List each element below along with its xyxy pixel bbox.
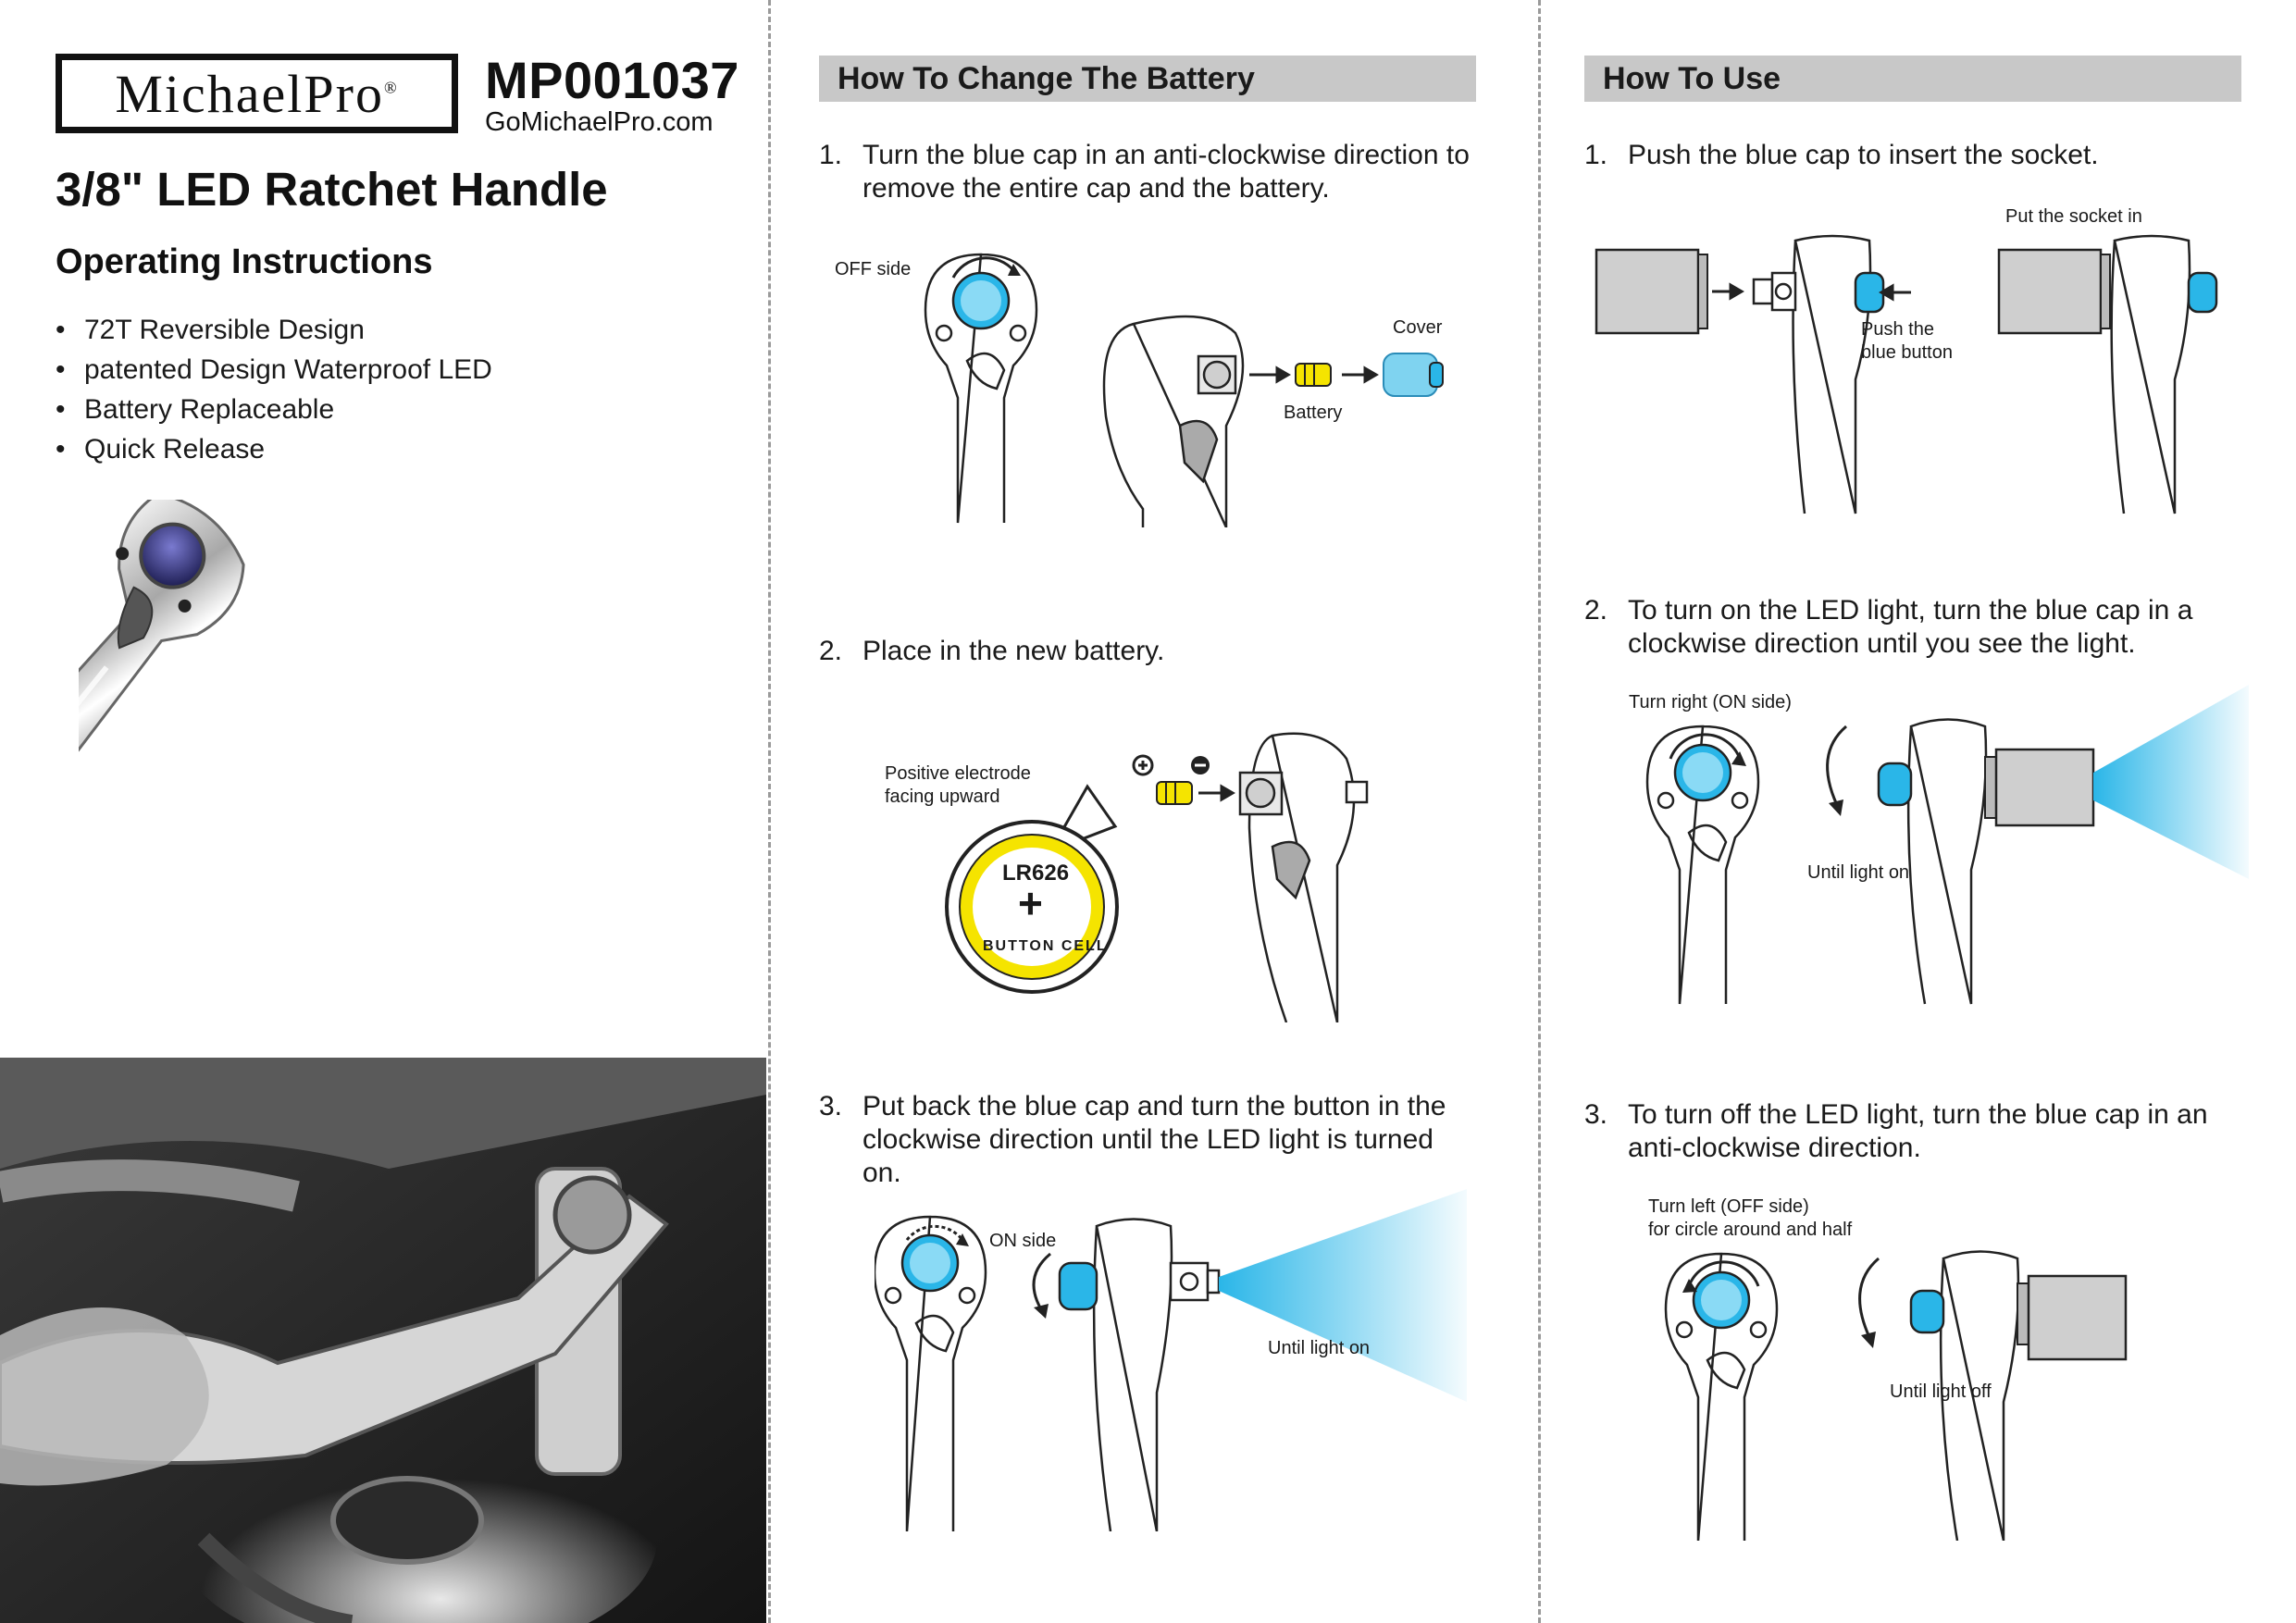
remove-battery-diagram xyxy=(924,253,1444,527)
column-divider-2 xyxy=(1538,0,1541,1623)
replace-cap-diagram xyxy=(875,1189,1467,1531)
label-line: Positive electrode xyxy=(885,763,1031,784)
led-light-beam xyxy=(1219,1189,1467,1402)
label-line: for circle around and half xyxy=(1648,1220,1853,1240)
brand-name-text: MichaelPro xyxy=(115,63,384,124)
insert-battery-diagram xyxy=(945,732,1369,1022)
battery-section-header: How To Change The Battery xyxy=(819,56,1476,102)
until-light-off-label: Until light off xyxy=(1890,1381,1992,1402)
instructions-subtitle: Operating Instructions xyxy=(56,242,433,281)
until-light-on-label: Until light on xyxy=(1807,862,1910,883)
step-number: 2. xyxy=(1584,595,1608,626)
column-divider-1 xyxy=(768,0,771,1623)
ratchet-product-image xyxy=(79,500,245,952)
cell-text-label: BUTTON CELL xyxy=(983,938,1108,954)
website-link[interactable]: GoMichaelPro.com xyxy=(485,107,714,137)
label-line: Push the xyxy=(1861,319,1934,340)
ratchet-top-view-icon xyxy=(924,253,1038,524)
use-step-2: 2. To turn on the LED light, turn the bl… xyxy=(1584,594,2239,661)
socket-icon xyxy=(2017,1274,2128,1361)
button-cell-callout-icon xyxy=(945,784,1119,994)
cell-plus-label: + xyxy=(1018,879,1043,927)
step-number: 1. xyxy=(819,140,843,170)
ratchet-top-view-icon xyxy=(875,1215,987,1531)
ratchet-side-view-icon xyxy=(1752,234,1885,514)
until-light-on-label: Until light on xyxy=(1268,1338,1371,1358)
feature-text: 72T Reversible Design xyxy=(84,315,365,345)
feature-item: •Battery Replaceable xyxy=(56,390,492,429)
use-section-header: How To Use xyxy=(1584,56,2241,102)
label-line: facing upward xyxy=(885,787,1000,807)
cover-label: Cover xyxy=(1393,317,1443,338)
ratchet-top-view-icon xyxy=(1645,725,1760,1005)
step-number: 3. xyxy=(819,1091,843,1121)
socket-icon xyxy=(1595,248,1708,335)
battery-icon xyxy=(1295,363,1332,387)
ratchet-side-view-icon xyxy=(1909,1250,2020,1541)
feature-item: •72T Reversible Design xyxy=(56,310,492,350)
step-number: 2. xyxy=(819,636,843,666)
step-text: Push the blue cap to insert the socket. xyxy=(1628,140,2099,170)
label-line: blue button xyxy=(1861,342,1953,363)
step-text: To turn off the LED light, turn the blue… xyxy=(1628,1099,2208,1163)
polarity-icons xyxy=(1132,754,1210,776)
registered-mark: ® xyxy=(383,78,399,97)
ratchet-top-view-icon xyxy=(1664,1252,1779,1541)
feature-list: •72T Reversible Design •patented Design … xyxy=(56,310,492,469)
put-socket-in-label: Put the socket in xyxy=(2005,206,2142,227)
feature-text: patented Design Waterproof LED xyxy=(84,354,492,385)
cell-model-label: LR626 xyxy=(1002,861,1070,886)
battery-step-2: 2. Place in the new battery. xyxy=(819,635,1473,668)
rotate-arrow-icon xyxy=(1826,725,1847,816)
step-text: Put back the blue cap and turn the butto… xyxy=(863,1091,1446,1188)
step-text: To turn on the LED light, turn the blue … xyxy=(1628,595,2193,659)
ratchet-side-view-icon xyxy=(2110,234,2218,514)
battery-label: Battery xyxy=(1284,403,1343,423)
battery-step-3: 3. Put back the blue cap and turn the bu… xyxy=(819,1090,1473,1190)
insert-socket-diagram xyxy=(1595,234,2218,514)
step-text: Place in the new battery. xyxy=(863,636,1165,666)
feature-text: Battery Replaceable xyxy=(84,394,335,425)
step-text: Turn the blue cap in an anti-clockwise d… xyxy=(863,140,1470,204)
battery-step-1: 1. Turn the blue cap in an anti-clockwis… xyxy=(819,139,1473,205)
on-side-label: ON side xyxy=(989,1231,1057,1251)
feature-item: •patented Design Waterproof LED xyxy=(56,350,492,390)
ratchet-side-view-icon xyxy=(1058,1218,1221,1531)
led-light-beam xyxy=(2093,685,2249,879)
turn-left-label: Turn left (OFF side) for circle around a… xyxy=(1648,1196,1852,1242)
label-line: Turn left (OFF side) xyxy=(1648,1196,1809,1217)
socket-icon xyxy=(1984,748,2095,827)
positive-electrode-label: Positive electrode facing upward xyxy=(885,762,1031,809)
socket-inserted-icon xyxy=(1997,248,2111,335)
ratchet-side-view-icon xyxy=(1877,718,1988,1005)
ratchet-side-view-icon xyxy=(1102,315,1245,527)
turn-off-light-diagram xyxy=(1664,1250,2128,1541)
usage-photo xyxy=(0,1058,766,1623)
use-step-3: 3. To turn off the LED light, turn the b… xyxy=(1584,1098,2239,1165)
feature-item: •Quick Release xyxy=(56,429,492,469)
use-step-1: 1. Push the blue cap to insert the socke… xyxy=(1584,139,2239,172)
turn-on-light-diagram xyxy=(1645,685,2249,1005)
push-blue-button-label: Push the blue button xyxy=(1861,318,1953,365)
cover-cap-icon xyxy=(1383,353,1444,397)
brand-name: MichaelPro® xyxy=(115,63,398,125)
turn-right-label: Turn right (ON side) xyxy=(1629,692,1792,712)
model-number: MP001037 xyxy=(485,51,739,109)
brand-logo: MichaelPro® xyxy=(56,54,458,133)
step-number: 1. xyxy=(1584,140,1608,170)
rotate-arrow-icon xyxy=(1858,1257,1880,1348)
ratchet-side-view-icon xyxy=(1238,732,1369,1022)
product-title: 3/8" LED Ratchet Handle xyxy=(56,163,608,216)
battery-icon xyxy=(1156,781,1193,805)
off-side-label: OFF side xyxy=(835,259,912,279)
feature-text: Quick Release xyxy=(84,434,266,465)
rotate-arrow-icon xyxy=(1032,1252,1051,1319)
step-number: 3. xyxy=(1584,1099,1608,1130)
